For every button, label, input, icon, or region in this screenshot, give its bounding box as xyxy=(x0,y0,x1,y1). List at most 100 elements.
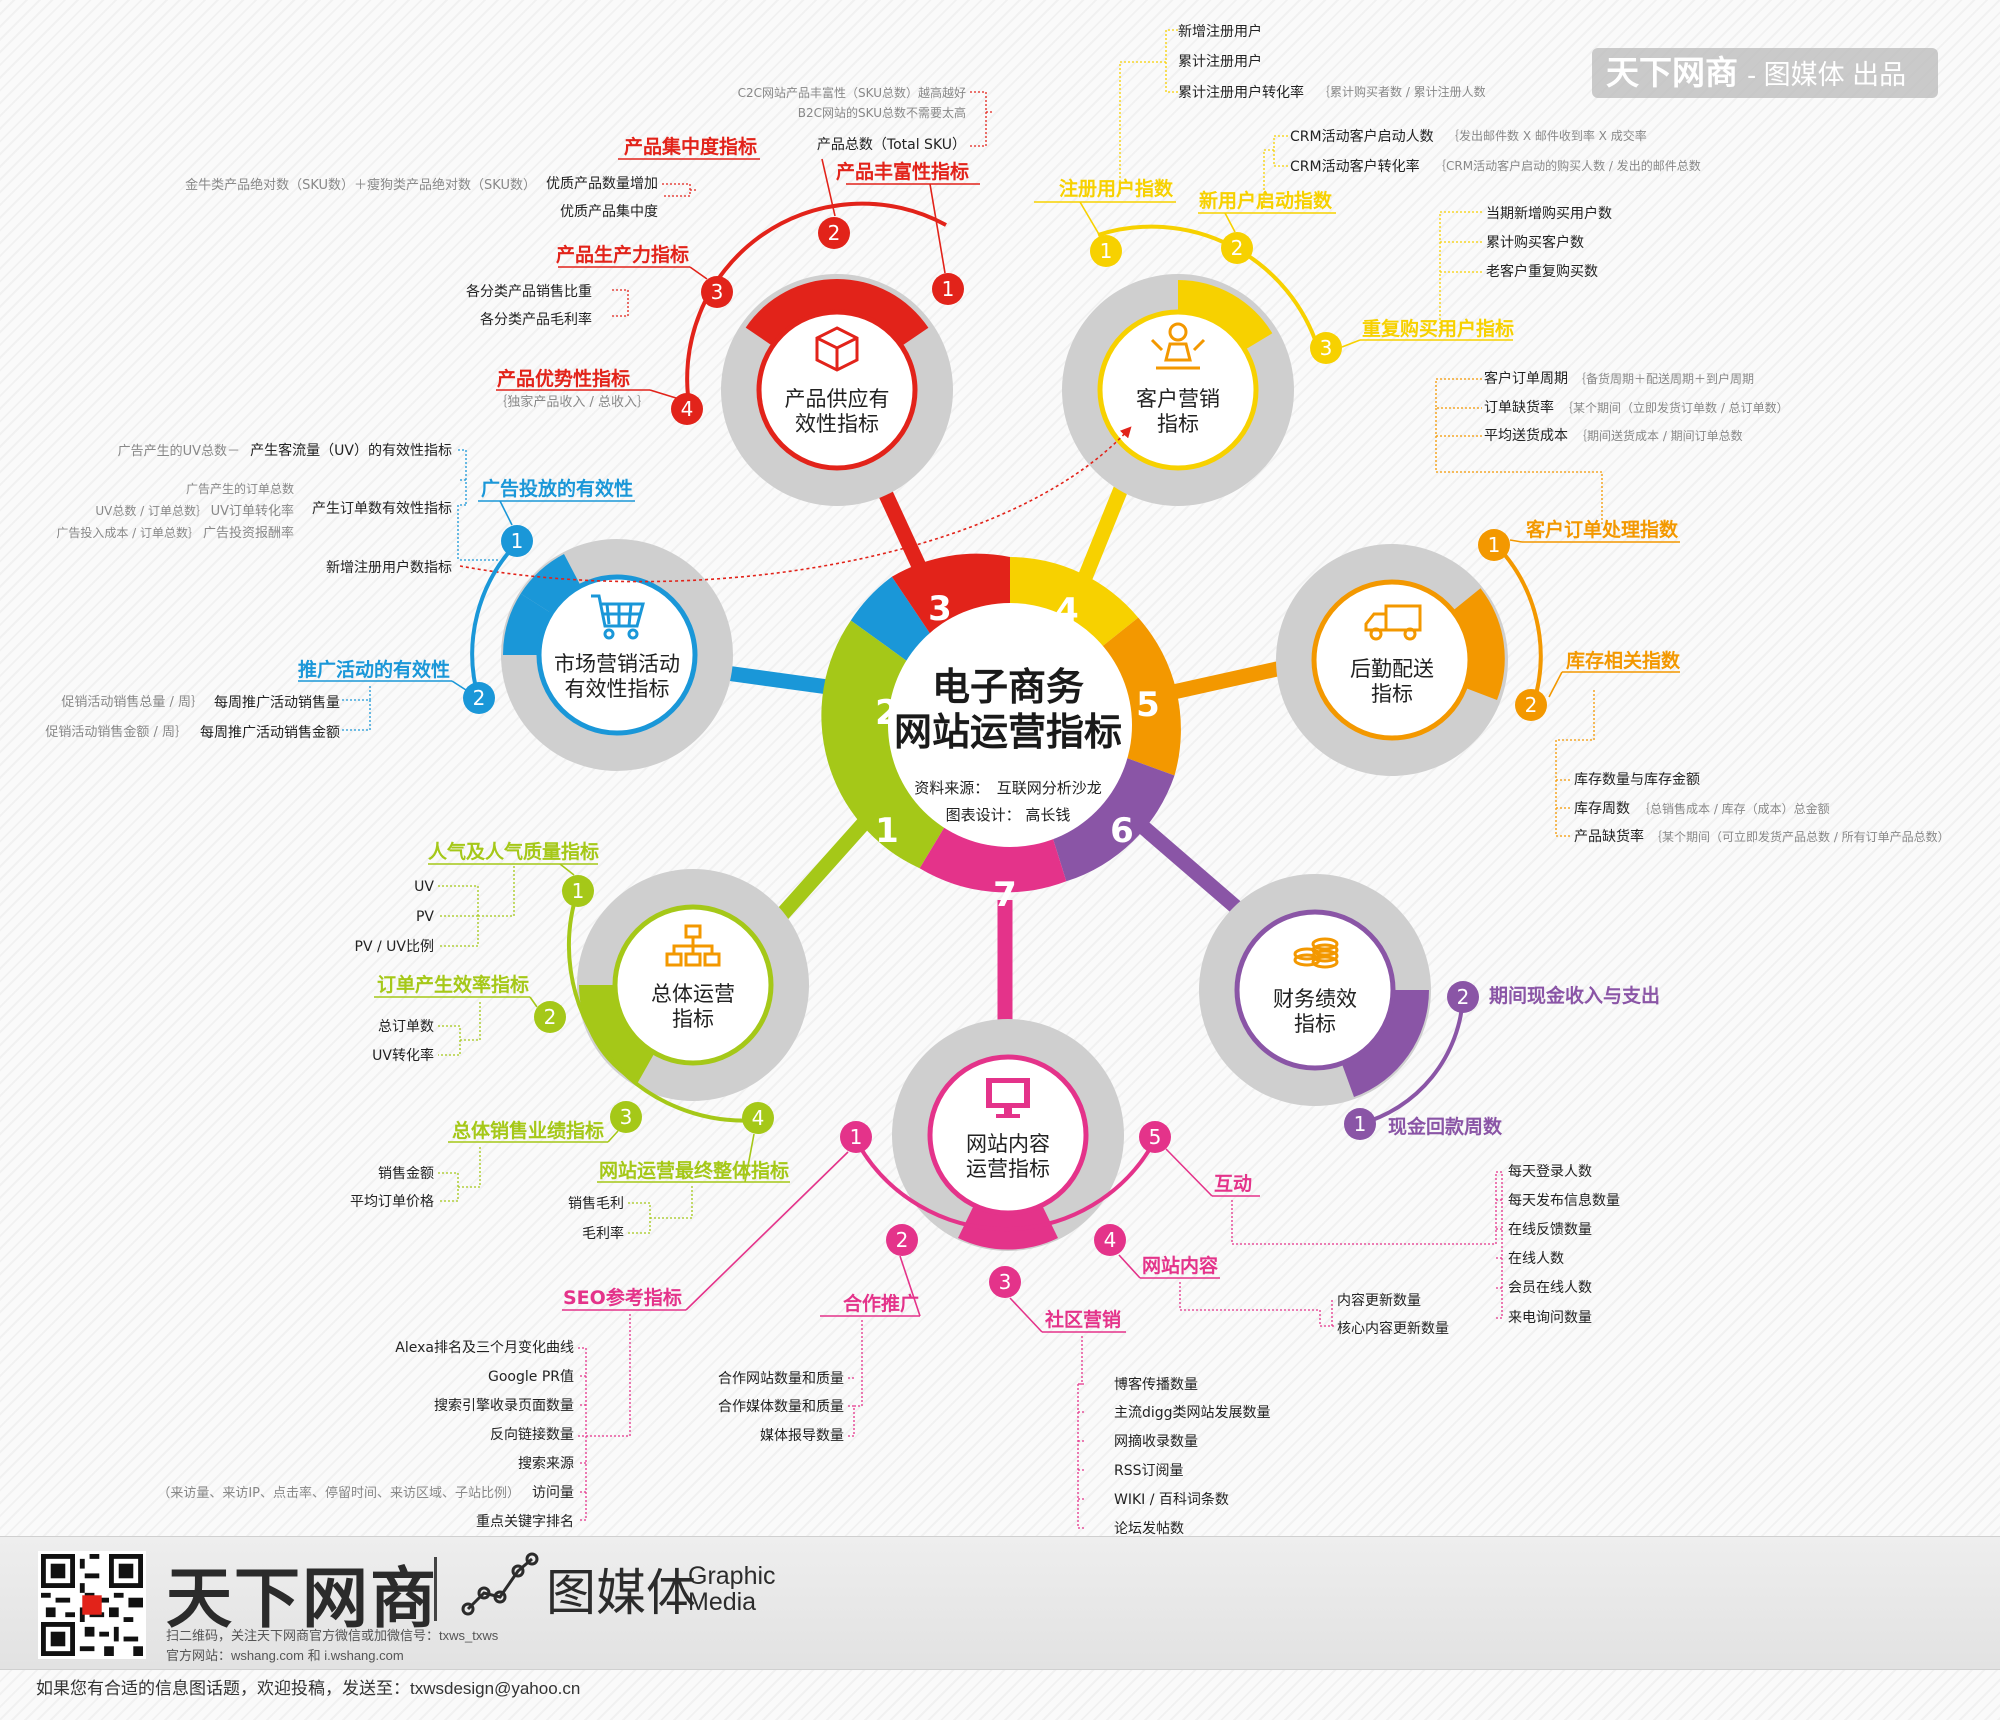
content-node-3[interactable]: 3 xyxy=(989,1266,1021,1298)
footer-site-note[interactable]: 官方网站：wshang.com 和 i.wshang.com xyxy=(166,1648,404,1663)
box-icon xyxy=(815,326,859,372)
segment-number-2: 2 xyxy=(875,693,899,733)
customer-node-1[interactable]: 1 xyxy=(1090,235,1122,267)
finance-node-1[interactable]: 1 xyxy=(1344,1108,1376,1140)
content-node-2[interactable]: 2 xyxy=(886,1224,918,1256)
marketing-ads-row4-label: 广告投资报酬率 xyxy=(203,525,294,541)
marketing-promo-row1-label: 每周推广活动销售量 xyxy=(214,695,340,711)
content-seo-item-4: 反向链接数量 xyxy=(490,1426,574,1443)
supply-node-2[interactable]: 2 xyxy=(818,217,850,249)
marketing-ads-row3-note: UV总数 / 订单总数｝ xyxy=(95,503,208,518)
center-source: 资料来源： 互联网分析沙龙 xyxy=(914,779,1102,797)
overall-branch: 1 2 3 4 人气及人气质量指标 订单产生效率指标 总体销售业绩指标 网站运营… xyxy=(350,840,790,1242)
svg-text:3: 3 xyxy=(620,1105,633,1129)
marketing-branch: 1 2 广告投放的有效性 推广活动的有效性 广告产生的UV总数－ 产生客流量（U… xyxy=(45,442,635,741)
overall-traffic-item-1: UV xyxy=(414,879,434,895)
svg-text:3: 3 xyxy=(999,1270,1012,1294)
hub-logistics[interactable]: 后勤配送 指标 xyxy=(1276,544,1508,776)
supply-node-4[interactable]: 4 xyxy=(671,393,703,425)
customer-repeat-item-3: 老客户重复购买数 xyxy=(1486,263,1598,280)
content-interact-item-4: 在线人数 xyxy=(1508,1251,1564,1267)
finance-node-2[interactable]: 2 xyxy=(1447,981,1479,1013)
logistics-header-order: 客户订单处理指数 xyxy=(1526,518,1679,541)
logistics-stock-item-3: 产品缺货率 xyxy=(1574,828,1644,845)
overall-node-3[interactable]: 3 xyxy=(610,1101,642,1133)
content-interact-item-5: 会员在线人数 xyxy=(1508,1280,1592,1296)
marketing-ads-row1-note: 广告产生的UV总数－ xyxy=(118,443,240,459)
overall-node-2[interactable]: 2 xyxy=(534,1001,566,1033)
content-seo-item-5: 搜索来源 xyxy=(518,1455,574,1472)
svg-text:1: 1 xyxy=(942,277,955,301)
content-community-item-2: 主流digg类网站发展数量 xyxy=(1114,1405,1271,1421)
content-node-1[interactable]: 1 xyxy=(840,1121,872,1153)
svg-text:1: 1 xyxy=(1488,533,1501,557)
logistics-header-stock: 库存相关指数 xyxy=(1566,649,1681,672)
supply-conc-note: 金牛类产品绝对数（SKU数）＋瘦狗类产品绝对数（SKU数） xyxy=(185,177,536,193)
content-seo-item-7: 重点关键字排名 xyxy=(476,1514,574,1530)
hub-marketing[interactable]: 市场营销活动 有效性指标 xyxy=(501,539,733,771)
content-seo-visit-note: （来访量、来访IP、点击率、停留时间、来访区域、子站比例） xyxy=(157,1485,520,1501)
marketing-promo-row2-label: 每周推广活动销售金额 xyxy=(200,725,340,741)
hub-customer-line1: 客户营销 xyxy=(1136,387,1220,411)
customer-crm-item-2: CRM活动客户转化率 xyxy=(1290,158,1420,175)
customer-repeat-item-1: 当期新增购买用户数 xyxy=(1486,205,1612,222)
logistics-order-note-3: ｛期间送货成本 / 期间订单总数 xyxy=(1575,428,1743,443)
marketing-ads-row5-label: 新增注册用户数指标 xyxy=(326,559,452,576)
supply-prod-item-1: 各分类产品销售比重 xyxy=(466,284,592,300)
hub-supply[interactable]: 产品供应有 效性指标 xyxy=(721,274,953,506)
marketing-node-2[interactable]: 2 xyxy=(463,682,495,714)
customer-register-item-2: 累计注册用户 xyxy=(1178,53,1262,70)
hub-logistics-line1: 后勤配送 xyxy=(1350,657,1434,681)
content-seo-item-1: Alexa排名及三个月变化曲线 xyxy=(395,1340,574,1356)
finance-header-payback: 现金回款周数 xyxy=(1388,1115,1503,1138)
content-header-seo: SEO参考指标 xyxy=(563,1286,682,1309)
org-chart-icon xyxy=(665,924,721,967)
marketing-header-ads: 广告投放的有效性 xyxy=(481,477,633,500)
brand-divider xyxy=(434,1557,437,1621)
content-header-interact: 互动 xyxy=(1214,1173,1252,1195)
content-interact-item-2: 每天发布信息数量 xyxy=(1508,1192,1620,1209)
content-seo-item-2: Google PR值 xyxy=(488,1369,574,1385)
logistics-order-item-2: 订单缺货率 xyxy=(1484,399,1554,416)
marketing-promo-row1-note: 促销活动销售总量 / 周｝ xyxy=(61,694,204,710)
logistics-node-2[interactable]: 2 xyxy=(1515,689,1547,721)
hub-content[interactable]: 网站内容 运营指标 xyxy=(892,1019,1124,1251)
center-designer: 图表设计： 高长钱 xyxy=(946,806,1071,824)
content-node-4[interactable]: 4 xyxy=(1094,1224,1126,1256)
overall-node-1[interactable]: 1 xyxy=(562,875,594,907)
hub-finance[interactable]: 财务绩效 指标 xyxy=(1199,874,1431,1106)
svg-text:4: 4 xyxy=(681,397,694,421)
footer-media-en-1: Graphic xyxy=(688,1562,776,1590)
content-node-5[interactable]: 5 xyxy=(1139,1121,1171,1153)
overall-order-item-1: 总订单数 xyxy=(378,1019,434,1035)
qr-code-icon[interactable] xyxy=(38,1551,146,1659)
customer-branch: 1 2 3 注册用户指数 新用户启动指数 重复购买用户指标 新增注册用户 累计注… xyxy=(1034,23,1701,364)
hub-overall[interactable]: 总体运营 指标 xyxy=(577,869,809,1101)
overall-header-final: 网站运营最终整体指标 xyxy=(599,1159,789,1182)
truck-icon xyxy=(1364,604,1422,641)
footer-submit-note[interactable]: 如果您有合适的信息图话题，欢迎投稿，发送至：txwsdesign@yahoo.c… xyxy=(36,1679,581,1698)
svg-text:2: 2 xyxy=(544,1005,557,1029)
footer-media-en-2: Media xyxy=(688,1588,757,1616)
supply-node-1[interactable]: 1 xyxy=(932,273,964,305)
hub-customer[interactable]: 客户营销 指标 xyxy=(1062,274,1294,506)
customer-node-3[interactable]: 3 xyxy=(1310,332,1342,364)
supply-node-3[interactable]: 3 xyxy=(701,276,733,308)
customer-node-2[interactable]: 2 xyxy=(1221,232,1253,264)
center-title-line1: 电子商务 xyxy=(932,665,1084,709)
content-header-coop: 合作推广 xyxy=(843,1292,919,1315)
customer-crm-note-2: ｛CRM活动客户启动的购买人数 / 发出的邮件总数 xyxy=(1434,158,1701,173)
logistics-node-1[interactable]: 1 xyxy=(1478,529,1510,561)
overall-node-4[interactable]: 4 xyxy=(742,1102,774,1134)
overall-header-order-eff: 订单产生效率指标 xyxy=(377,973,529,996)
overall-final-item-1: 销售毛利 xyxy=(568,1196,624,1212)
logistics-stock-note-3: ｛某个期间（可立即发货产品总数 / 所有订单产品总数） xyxy=(1650,829,1950,844)
marketing-node-1[interactable]: 1 xyxy=(501,525,533,557)
segment-number-3: 3 xyxy=(928,589,952,629)
svg-text:2: 2 xyxy=(828,221,841,245)
supply-richness-item-2: B2C网站的SKU总数不需要太高 xyxy=(798,105,966,120)
segment-number-6: 6 xyxy=(1110,811,1134,851)
content-seo-item-3: 搜索引擎收录页面数量 xyxy=(434,1397,574,1414)
supply-conc-item-2: 优质产品集中度 xyxy=(560,203,658,220)
